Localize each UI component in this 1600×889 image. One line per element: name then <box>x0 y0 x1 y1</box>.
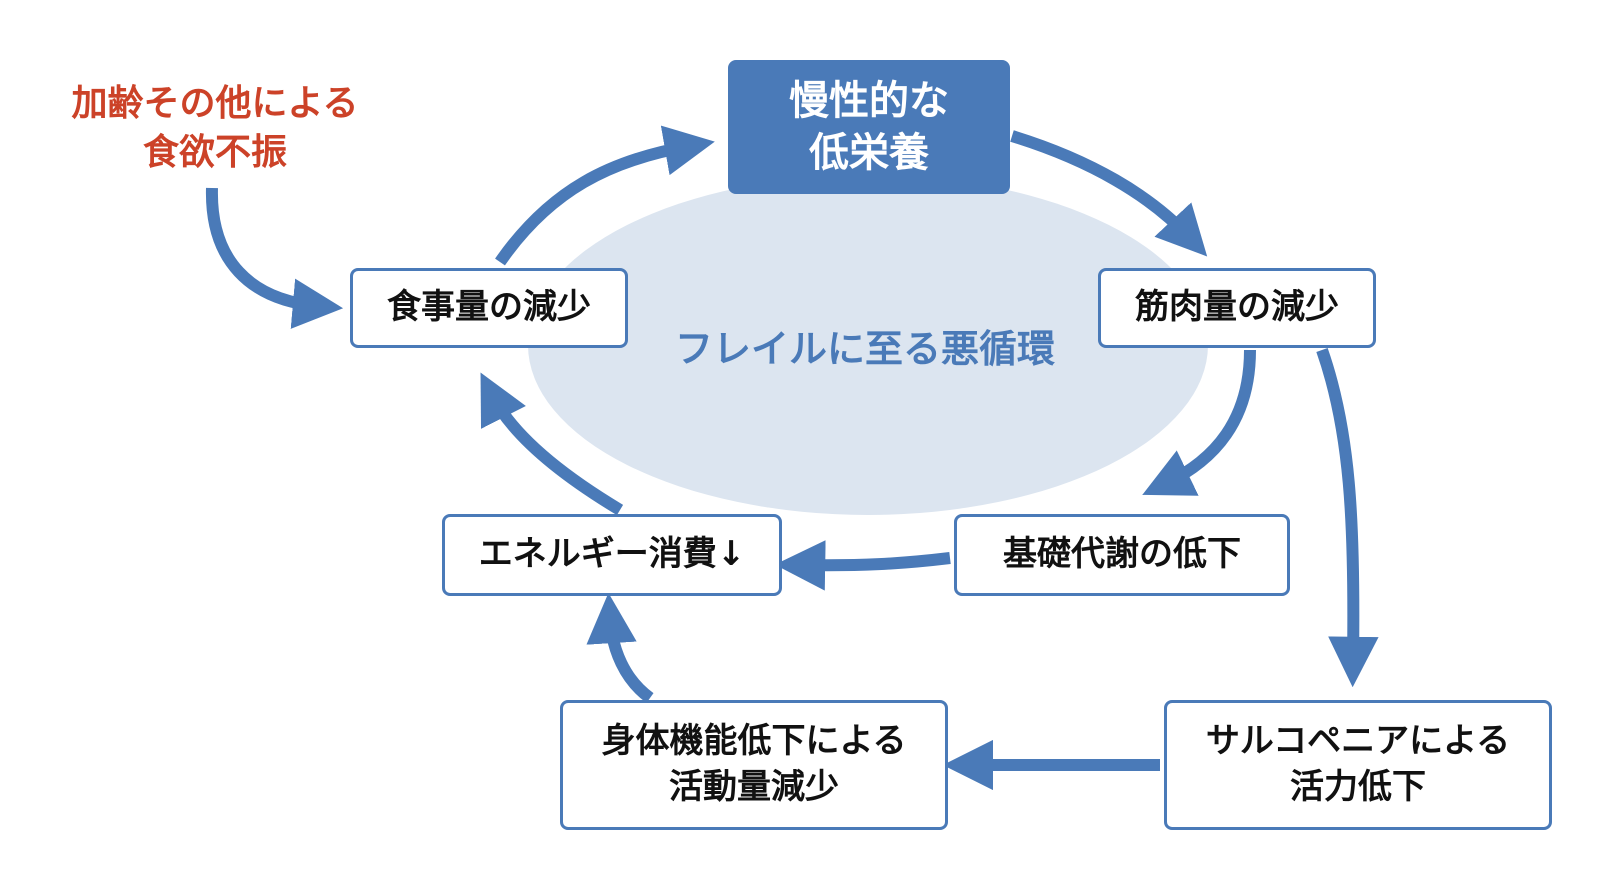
arrow-activity-to-energy <box>586 592 654 703</box>
arrow-malnutrition-to-muscle-mass <box>1010 130 1208 257</box>
arrow-muscle-mass-to-sarcopenia <box>1316 348 1379 688</box>
cause-appetite-loss-label: 加齢その他による 食欲不振 <box>71 83 359 173</box>
node-energy-consumption-decrease: エネルギー消費↓ <box>442 514 782 596</box>
node-basal-metabolism-decrease: 基礎代謝の低下 <box>954 514 1290 596</box>
node-muscle-mass-decrease: 筋肉量の減少 <box>1098 268 1376 348</box>
arrow-food-intake-to-malnutrition <box>495 125 715 266</box>
node-sarcopenia-vitality-decrease: サルコペニアによる 活力低下 <box>1164 700 1552 830</box>
arrow-muscle-mass-to-basal-metabolism <box>1142 349 1256 496</box>
cycle-ellipse <box>528 175 1208 515</box>
node-food-intake-decrease: 食事量の減少 <box>350 268 628 348</box>
node-activity-decrease: 身体機能低下による 活動量減少 <box>560 700 948 830</box>
arrow-cause-to-food-intake <box>205 187 344 329</box>
arrow-energy-to-food-intake <box>480 372 624 516</box>
node-chronic-malnutrition: 慢性的な 低栄養 <box>728 60 1010 194</box>
cycle-title-label: フレイルに至る悪循環 <box>675 327 1056 371</box>
arrow-basal-metabolism-to-energy <box>774 540 951 591</box>
